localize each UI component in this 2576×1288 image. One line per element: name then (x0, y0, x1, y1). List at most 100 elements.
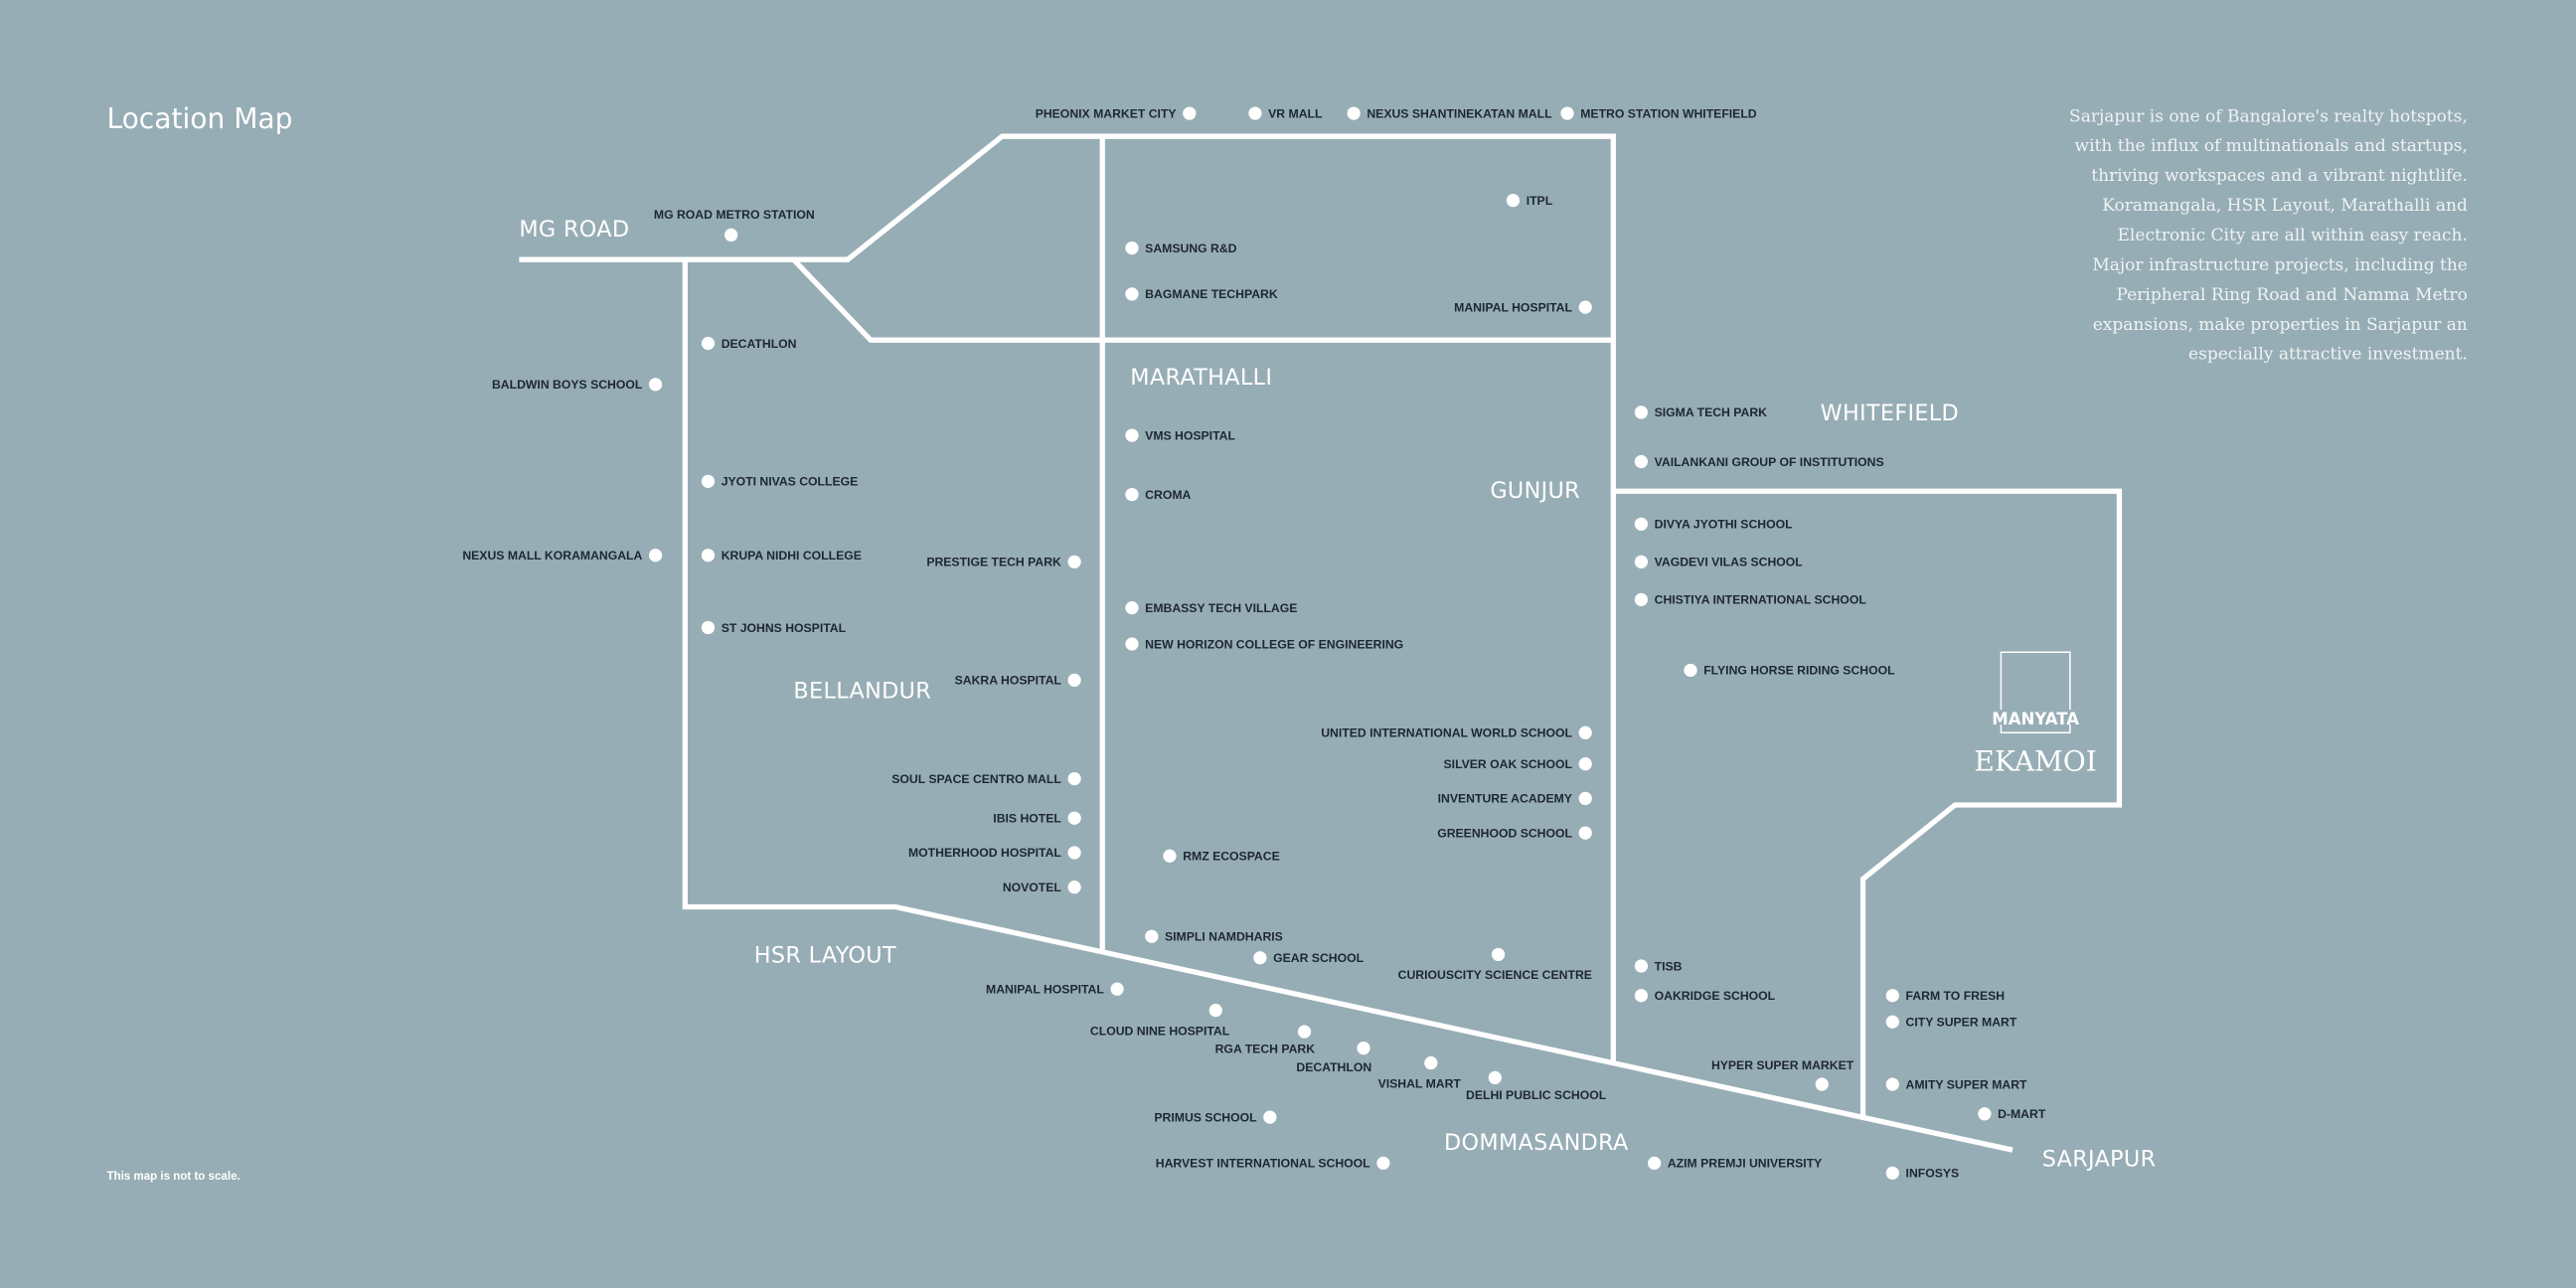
location-dot-icon (1634, 405, 1649, 419)
poi-marker[interactable]: CLOUD NINE HOSPITAL (1090, 1004, 1230, 1038)
poi-marker[interactable]: MANIPAL HOSPITAL (986, 982, 1124, 996)
description-line: Koramangala, HSR Layout, Marathalli and (2102, 196, 2468, 216)
location-dot-icon (1145, 929, 1159, 943)
location-dot-icon (1248, 106, 1262, 120)
poi-marker[interactable]: UNITED INTERNATIONAL WORLD SCHOOL (1321, 726, 1592, 740)
description-line: Major infrastructure projects, including… (2092, 255, 2468, 275)
poi-marker[interactable]: PHEONIX MARKET CITY (1036, 106, 1197, 120)
poi-label: CROMA (1145, 488, 1191, 502)
area-label-hsr-layout: HSR LAYOUT (754, 943, 896, 969)
poi-marker[interactable]: AMITY SUPER MART (1885, 1077, 2027, 1091)
poi-marker[interactable]: RMZ ECOSPACE (1163, 850, 1280, 864)
poi-marker[interactable]: VISHAL MART (1378, 1055, 1462, 1090)
location-dot-icon (1297, 1025, 1312, 1039)
poi-marker[interactable]: BAGMANE TECHPARK (1125, 287, 1278, 301)
poi-label: MANIPAL HOSPITAL (986, 982, 1104, 996)
poi-label: PRESTIGE TECH PARK (926, 556, 1061, 569)
poi-marker[interactable]: CHISTIYA INTERNATIONAL SCHOOL (1634, 593, 1867, 607)
poi-label: JYOTI NIVAS COLLEGE (722, 475, 859, 489)
location-dot-icon (1885, 1166, 1899, 1180)
poi-marker[interactable]: GREENHOOD SCHOOL (1437, 826, 1592, 840)
poi-marker[interactable]: MOTHERHOOD HOSPITAL (908, 846, 1081, 860)
road-koramangala-sarjapur (682, 259, 2013, 1153)
poi-marker[interactable]: VAGDEVI VILAS SCHOOL (1634, 556, 1804, 569)
location-dot-icon (1885, 1015, 1899, 1029)
poi-marker[interactable]: VMS HOSPITAL (1125, 428, 1235, 442)
poi-marker[interactable]: NEXUS SHANTINEKATAN MALL (1347, 106, 1553, 120)
poi-marker[interactable]: SIMPLI NAMDHARIS (1145, 930, 1283, 944)
poi-marker[interactable]: JYOTI NIVAS COLLEGE (701, 474, 859, 489)
location-dot-icon (1634, 959, 1649, 973)
poi-label: ST JOHNS HOSPITAL (722, 621, 847, 635)
poi-marker[interactable]: METRO STATION WHITEFIELD (1560, 106, 1757, 120)
poi-marker[interactable]: MANIPAL HOSPITAL (1454, 300, 1592, 314)
location-dot-icon (701, 549, 716, 563)
poi-marker[interactable]: SOUL SPACE CENTRO MALL (891, 771, 1081, 786)
poi-marker[interactable]: BALDWIN BOYS SCHOOL (492, 378, 663, 392)
location-dot-icon (1491, 947, 1506, 962)
poi-marker[interactable]: SIGMA TECH PARK (1634, 405, 1767, 419)
poi-label: D-MART (1998, 1107, 2046, 1121)
poi-label: CHISTIYA INTERNATIONAL SCHOOL (1655, 593, 1867, 607)
poi-marker[interactable]: TISB (1634, 959, 1683, 973)
poi-marker[interactable]: NOVOTEL (1003, 881, 1081, 894)
location-dot-icon (1488, 1070, 1502, 1085)
location-dot-icon (701, 336, 716, 351)
poi-marker[interactable]: D-MART (1978, 1107, 2046, 1121)
poi-marker[interactable]: DECATHLON (1296, 1042, 1371, 1074)
poi-marker[interactable]: INFOSYS (1885, 1166, 1960, 1181)
poi-marker[interactable]: FLYING HORSE RIDING SCHOOL (1684, 664, 1895, 678)
poi-label: CITY SUPER MART (1906, 1016, 2017, 1030)
poi-marker[interactable]: KRUPA NIDHI COLLEGE (701, 549, 862, 563)
poi-marker[interactable]: RGA TECH PARK (1215, 1025, 1316, 1056)
poi-label: NEW HORIZON COLLEGE OF ENGINEERING (1145, 637, 1403, 651)
poi-label: SAMSUNG R&D (1145, 242, 1236, 255)
poi-marker[interactable]: DIVYA JYOTHI SCHOOL (1634, 517, 1793, 532)
location-dot-icon (1357, 1042, 1370, 1055)
poi-marker[interactable]: SILVER OAK SCHOOL (1444, 757, 1592, 771)
location-dot-icon (701, 474, 716, 488)
poi-marker[interactable]: FARM TO FRESH (1885, 989, 2005, 1003)
location-dot-icon (1067, 771, 1081, 786)
poi-marker[interactable]: PRIMUS SCHOOL (1154, 1110, 1277, 1124)
poi-marker[interactable]: NEW HORIZON COLLEGE OF ENGINEERING (1125, 637, 1403, 651)
poi-label: INFOSYS (1906, 1167, 1960, 1181)
poi-marker[interactable]: SAKRA HOSPITAL (955, 674, 1081, 688)
poi-marker[interactable]: HYPER SUPER MARKET (1711, 1058, 1854, 1091)
poi-marker[interactable]: CURIOUSCITY SCIENCE CENTRE (1398, 947, 1592, 982)
poi-marker[interactable]: MG ROAD METRO STATION (654, 208, 815, 242)
poi-marker[interactable]: OAKRIDGE SCHOOL (1634, 989, 1776, 1003)
poi-label: METRO STATION WHITEFIELD (1580, 106, 1757, 120)
logo-frame (2000, 651, 2071, 711)
location-dot-icon (1634, 517, 1649, 531)
area-labels: MG ROADMARATHALLIWHITEFIELDGUNJURBELLAND… (519, 217, 2156, 1173)
poi-marker[interactable]: CROMA (1125, 488, 1192, 502)
poi-label: NEXUS SHANTINEKATAN MALL (1367, 106, 1552, 120)
location-dot-icon (1578, 725, 1592, 739)
poi-marker[interactable]: IBIS HOTEL (993, 812, 1081, 826)
poi-marker[interactable]: CITY SUPER MART (1885, 1015, 2017, 1030)
poi-marker[interactable]: EMBASSY TECH VILLAGE (1125, 601, 1297, 615)
description-line: Sarjapur is one of Bangalore's realty ho… (2069, 106, 2468, 126)
poi-marker[interactable]: VR MALL (1248, 106, 1323, 120)
poi-marker[interactable]: NEXUS MALL KORAMANGALA (462, 549, 663, 563)
project-logo: MANYATA EKAMOI (1974, 651, 2097, 777)
poi-marker[interactable]: DECATHLON (701, 336, 797, 351)
poi-marker[interactable]: INVENTURE ACADEMY (1438, 792, 1592, 806)
location-dot-icon (648, 549, 663, 563)
page-title: Location Map (106, 102, 292, 135)
poi-marker[interactable]: ITPL (1506, 194, 1553, 208)
poi-marker[interactable]: DELHI PUBLIC SCHOOL (1466, 1070, 1607, 1102)
poi-marker[interactable]: SAMSUNG R&D (1125, 242, 1237, 255)
location-dot-icon (1125, 287, 1139, 301)
poi-marker[interactable]: HARVEST INTERNATIONAL SCHOOL (1156, 1157, 1390, 1171)
poi-marker[interactable]: ST JOHNS HOSPITAL (701, 621, 847, 635)
location-dot-icon (1253, 951, 1267, 965)
poi-marker[interactable]: PRESTIGE TECH PARK (926, 556, 1081, 569)
poi-marker[interactable]: GEAR SCHOOL (1253, 951, 1365, 965)
poi-label: GREENHOOD SCHOOL (1437, 826, 1572, 840)
poi-marker[interactable]: AZIM PREMJI UNIVERSITY (1648, 1157, 1822, 1171)
poi-label: VAILANKANI GROUP OF INSTITUTIONS (1655, 455, 1884, 469)
poi-marker[interactable]: VAILANKANI GROUP OF INSTITUTIONS (1634, 455, 1884, 469)
